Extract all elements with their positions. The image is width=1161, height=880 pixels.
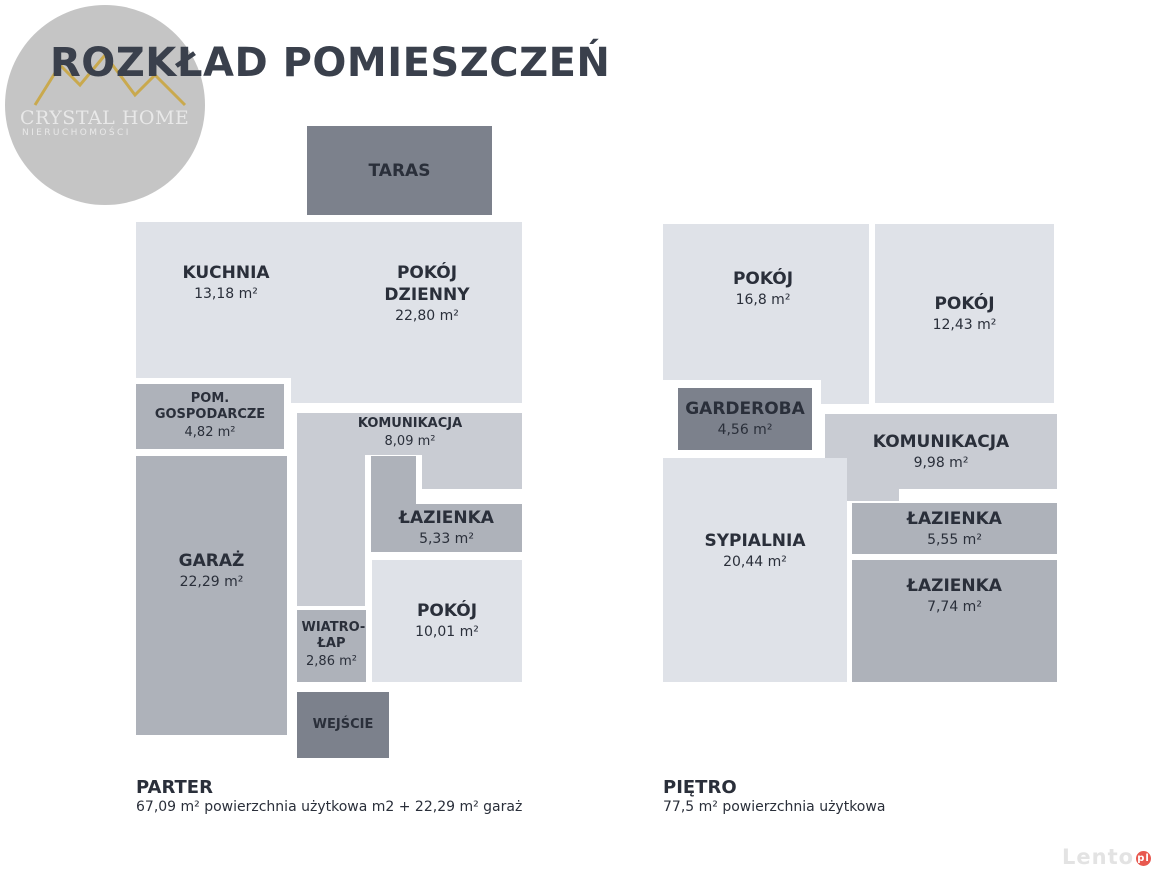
logo-name: CRYSTAL HOME bbox=[20, 107, 190, 129]
room-pokoj1-main bbox=[663, 224, 869, 380]
room-taras: TARAS bbox=[307, 126, 492, 215]
room-name: TARAS bbox=[368, 160, 431, 181]
room-name: WEJŚCIE bbox=[312, 717, 374, 732]
logo-subtitle: NIERUCHOMOŚCI bbox=[22, 128, 131, 138]
room-area: 5,55 m² bbox=[927, 531, 982, 548]
room-pokoj1-ext bbox=[821, 380, 869, 404]
pietro-caption-title: PIĘTRO bbox=[663, 777, 737, 798]
room-name: KOMUNIKACJA bbox=[872, 431, 1010, 452]
room-pom-gospodarcze: POM. GOSPODARCZE 4,82 m² bbox=[136, 384, 284, 449]
room-area: 12,43 m² bbox=[932, 316, 997, 333]
parter-caption-text: 67,09 m² powierzchnia użytkowa m2 + 22,2… bbox=[136, 799, 523, 815]
room-area: 20,44 m² bbox=[723, 554, 787, 570]
room-pokoj: POKÓJ 10,01 m² bbox=[372, 560, 522, 682]
room-garderoba: GARDEROBA 4,56 m² bbox=[678, 388, 812, 450]
room-name: KUCHNIA bbox=[182, 263, 270, 283]
room-komunikacja: KOMUNIKACJA 8,09 m² bbox=[340, 416, 480, 452]
room-pokoj2: POKÓJ 12,43 m² bbox=[875, 224, 1054, 403]
room-area: 22,29 m² bbox=[179, 574, 244, 590]
room-name: POKÓJ bbox=[416, 601, 478, 621]
room-name: POKÓJ DZIENNY bbox=[384, 263, 470, 305]
room-lazienka: ŁAZIENKA 5,33 m² bbox=[371, 504, 522, 552]
room-area: 13,18 m² bbox=[194, 286, 258, 302]
room-komunikacja-right bbox=[422, 455, 522, 489]
pietro-caption-text: 77,5 m² powierzchnia użytkowa bbox=[663, 799, 886, 815]
room-dzienny-extension bbox=[291, 378, 522, 403]
room-name: KOMUNIKACJA bbox=[357, 416, 463, 431]
room-garaz: GARAŻ 22,29 m² bbox=[136, 456, 287, 735]
room-name: POKÓJ bbox=[732, 269, 794, 289]
room-area: 2,86 m² bbox=[306, 654, 357, 669]
room-area: 8,09 m² bbox=[384, 434, 436, 449]
room-name: GARAŻ bbox=[178, 551, 245, 571]
room-name: GARDEROBA bbox=[685, 399, 805, 419]
crystal-home-logo bbox=[5, 5, 205, 205]
room-name: ŁAZIENKA bbox=[907, 576, 1002, 596]
room-name: WIATRO-ŁAP bbox=[301, 620, 366, 651]
room-lazienka1-pietro: ŁAZIENKA 5,55 m² bbox=[852, 503, 1057, 554]
room-name: POKÓJ bbox=[934, 293, 995, 314]
room-name: ŁAZIENKA bbox=[907, 508, 1002, 529]
room-wiatrolap: WIATRO-ŁAP 2,86 m² bbox=[297, 610, 366, 682]
room-komunikacja-left bbox=[297, 455, 365, 606]
room-name: POM. GOSPODARCZE bbox=[154, 390, 266, 422]
room-lazienka2-pietro: ŁAZIENKA 7,74 m² bbox=[852, 560, 1057, 682]
room-name: ŁAZIENKA bbox=[399, 508, 494, 528]
room-lazienka-upper bbox=[371, 456, 416, 504]
room-area: 9,98 m² bbox=[913, 454, 969, 471]
room-komunikacja-pietro: KOMUNIKACJA 9,98 m² bbox=[825, 414, 1057, 489]
room-area: 4,82 m² bbox=[184, 424, 236, 440]
lento-text: Lento bbox=[1062, 845, 1135, 869]
parter-caption-title: PARTER bbox=[136, 777, 213, 798]
room-area: 4,56 m² bbox=[717, 422, 773, 438]
room-kuchnia: KUCHNIA 13,18 m² bbox=[136, 262, 316, 304]
room-area: 22,80 m² bbox=[395, 308, 459, 324]
room-komunikacja-top bbox=[297, 413, 522, 455]
room-sypialnia: SYPIALNIA 20,44 m² bbox=[663, 530, 847, 572]
room-pokoj1: POKÓJ 16,8 m² bbox=[663, 268, 863, 310]
room-area: 5,33 m² bbox=[419, 531, 474, 547]
room-kuchnia-dzienny-area bbox=[136, 222, 522, 378]
lento-badge: pl bbox=[1136, 850, 1152, 866]
room-wejscie: WEJŚCIE bbox=[297, 692, 389, 758]
room-name: SYPIALNIA bbox=[704, 531, 806, 551]
roof-icon bbox=[33, 52, 187, 107]
room-area: 10,01 m² bbox=[415, 624, 479, 640]
room-pokoj-dzienny: POKÓJ DZIENNY 22,80 m² bbox=[352, 262, 502, 326]
room-area: 7,74 m² bbox=[927, 599, 982, 615]
room-area: 16,8 m² bbox=[735, 292, 791, 308]
page-title: ROZKŁAD POMIESZCZEŃ bbox=[50, 40, 611, 86]
